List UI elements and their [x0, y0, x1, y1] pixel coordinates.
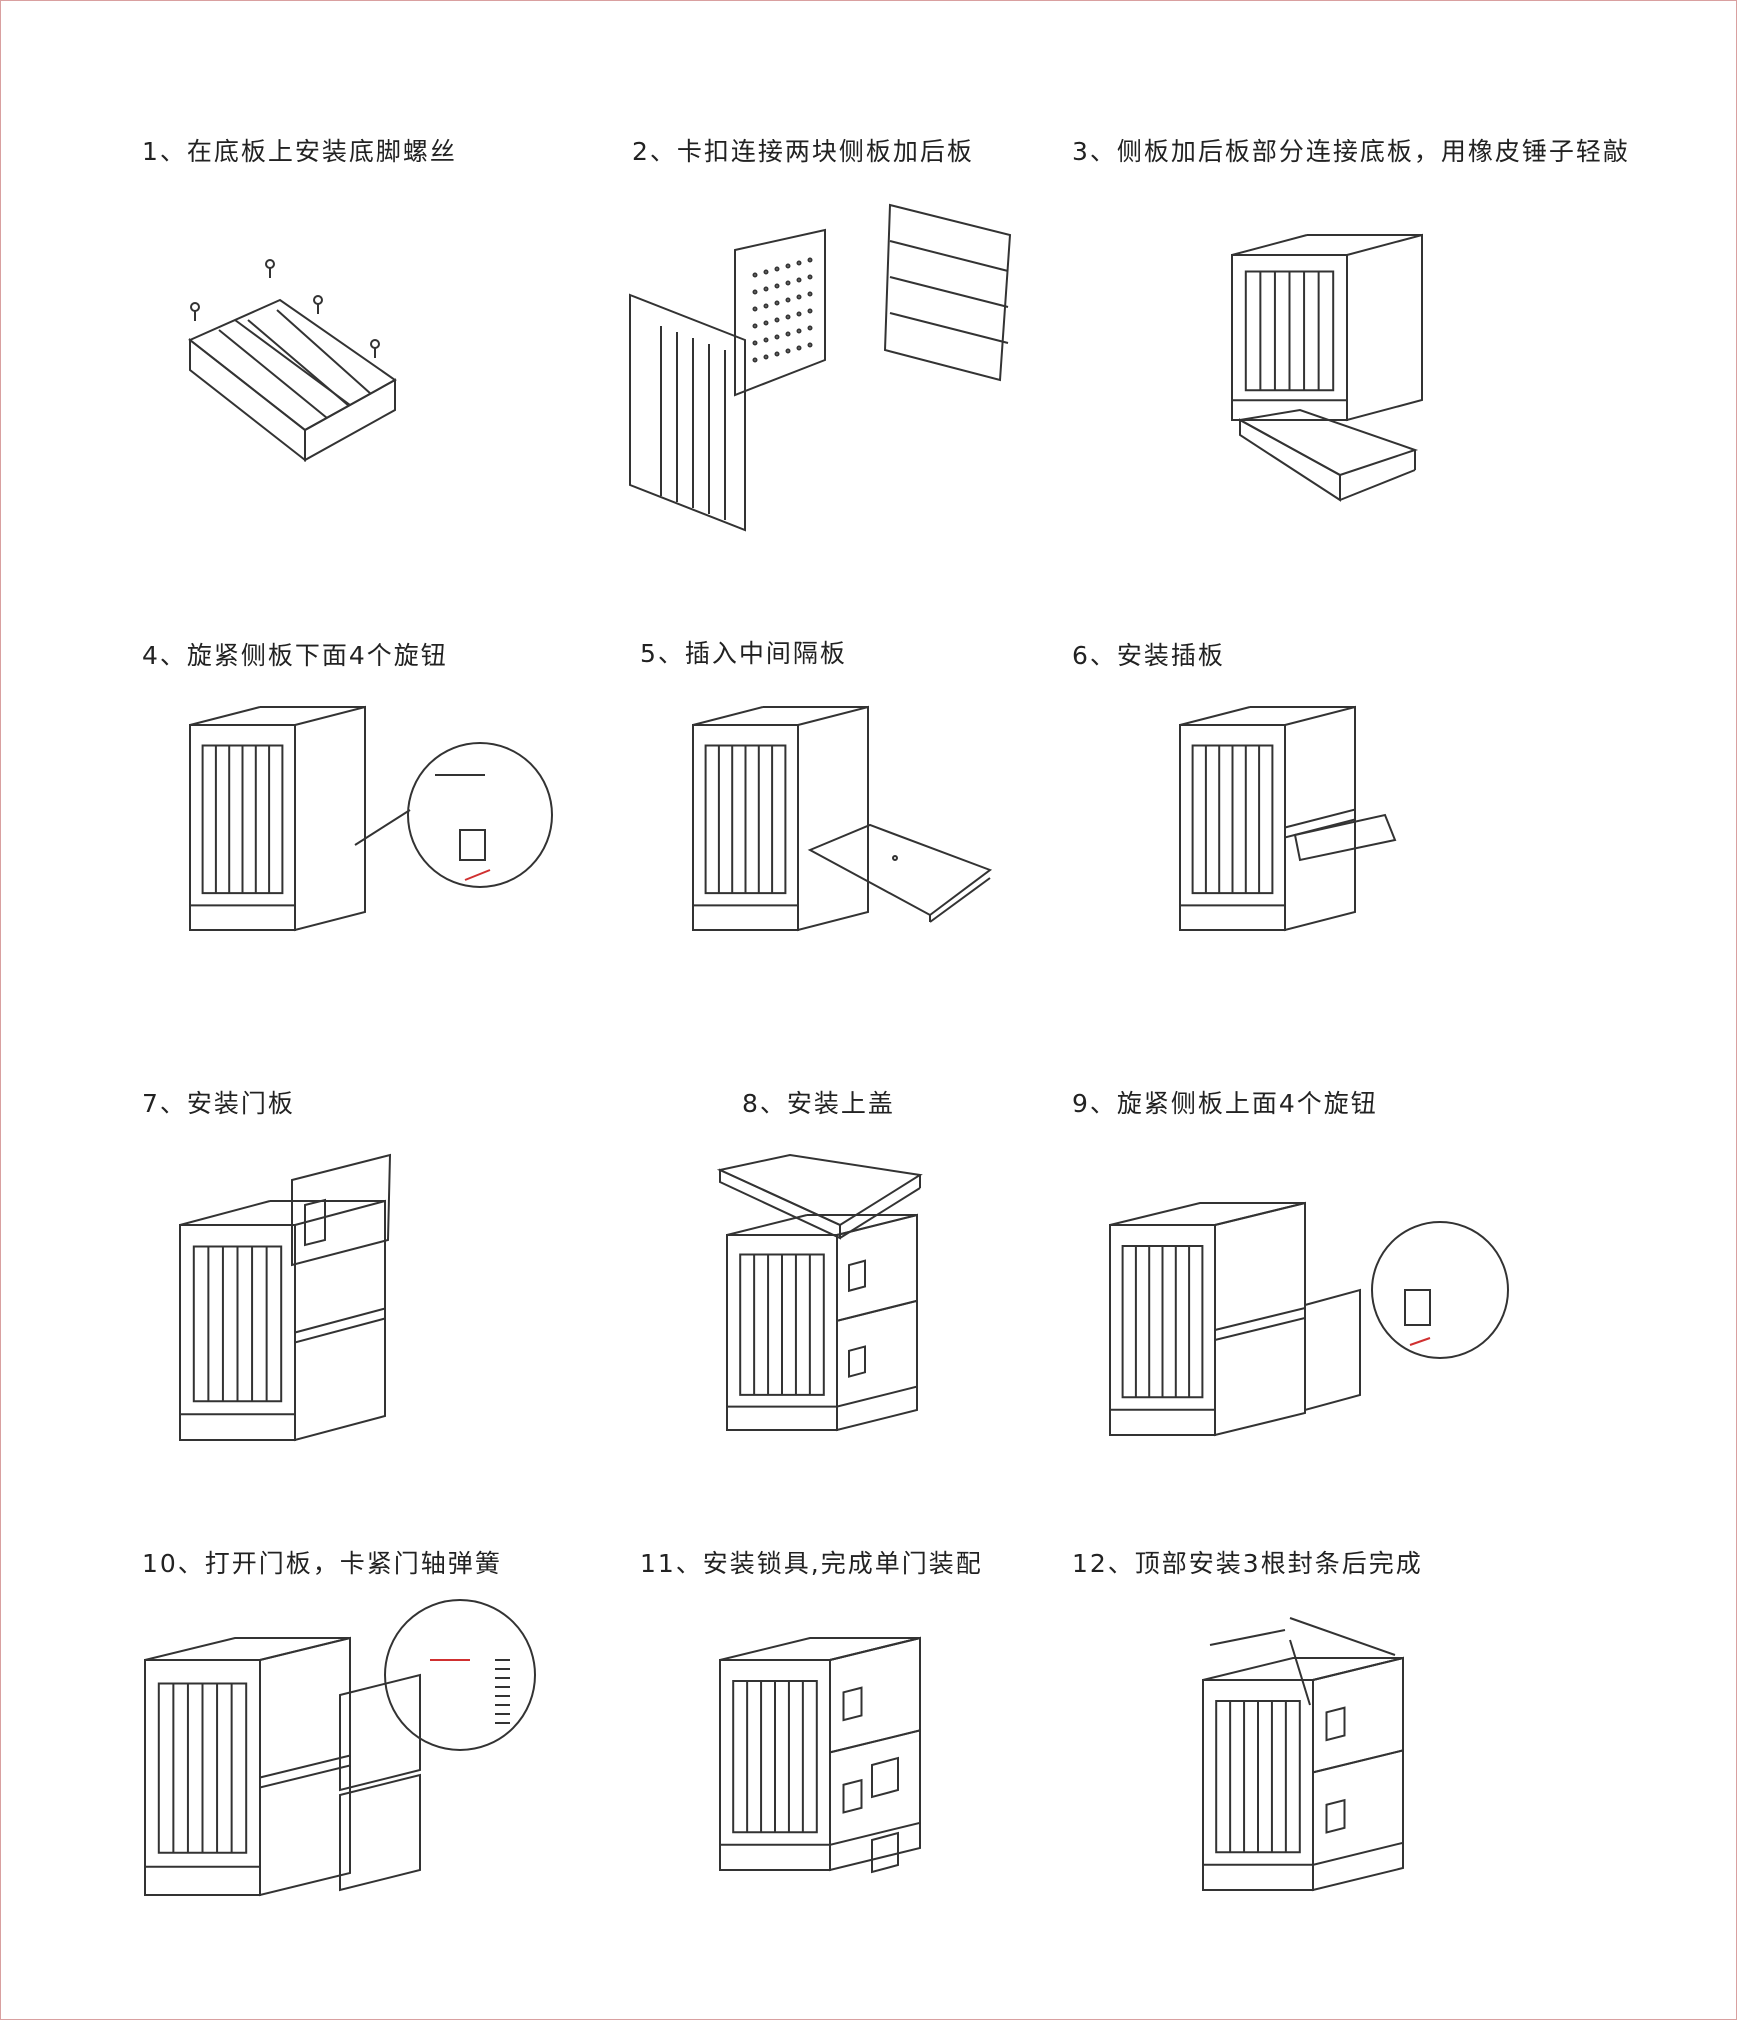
cabinet-step-5: [692, 705, 869, 932]
seal-strips-step-12: [1209, 1617, 1396, 1706]
cabinet-step-8: [726, 1213, 918, 1432]
cabinet-step-10: [144, 1599, 536, 1897]
step-9-title: 9、旋紧侧板上面4个旋钮: [1072, 1089, 1378, 1118]
middle-shelf-step-5: [807, 823, 993, 923]
step-4-title: 4、旋紧侧板下面4个旋钮: [142, 641, 448, 670]
base-plate-step-3: [1236, 408, 1419, 502]
base-tray-illustration: [188, 259, 397, 463]
detail-callout-step-4: [354, 742, 553, 888]
insert-panel-step-6: [1293, 813, 1397, 862]
door-panel-step-7: [291, 1153, 392, 1267]
step-11-title: 11、安装锁具,完成单门装配: [640, 1549, 983, 1578]
step-8-title: 8、安装上盖: [742, 1089, 895, 1118]
step-12-title: 12、顶部安装3根封条后完成: [1072, 1549, 1423, 1578]
step-3-title: 3、侧板加后板部分连接底板，用橡皮锤子轻敲: [1072, 137, 1630, 166]
cabinet-step-4: [189, 705, 366, 932]
step-7-title: 7、安装门板: [142, 1089, 295, 1118]
cabinet-step-12: [1202, 1656, 1404, 1892]
cabinet-step-9: [1109, 1201, 1509, 1437]
step-5-title: 5、插入中间隔板: [640, 639, 847, 668]
cabinet-step-6: [1179, 705, 1356, 932]
side-panels-illustration: [629, 203, 1012, 532]
top-lid-step-8: [716, 1153, 923, 1240]
cabinet-step-7: [179, 1199, 386, 1442]
step-1-title: 1、在底板上安装底脚螺丝: [142, 137, 457, 166]
lock-step-11: [871, 1756, 899, 1874]
step-6-title: 6、安装插板: [1072, 641, 1225, 670]
cabinet-step-3: [1231, 233, 1423, 422]
cabinet-step-11: [719, 1636, 921, 1872]
step-10-title: 10、打开门板，卡紧门轴弹簧: [142, 1549, 502, 1578]
step-2-title: 2、卡扣连接两块侧板加后板: [632, 137, 974, 166]
